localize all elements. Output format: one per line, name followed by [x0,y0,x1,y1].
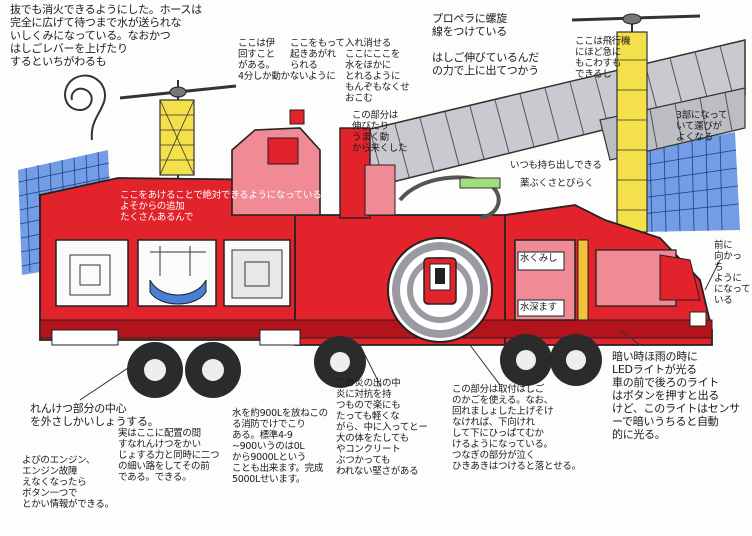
note-hook: ここをもって 起きあがれ られる [290,38,345,71]
note-bottom-5: この炎の出の中 炎に対抗を持 つもので楽にも たっても軽くな がら、中に入ってと… [336,378,428,477]
note-bottom-7: 暗い時ほ雨の時に LEDライトが光る 車の前で後ろのライト はボタンを押すと出る… [612,350,740,441]
callout-lines [79,259,721,401]
ladder-hose-coil [398,175,501,220]
pump-tower [231,109,396,219]
note-top-left: 抜でも消火できるようにした。ホースは 完全に広げて待つまで水が送られな いしくみ… [10,3,202,68]
note-propeller: プロペラに螺旋 線をつけている はしご伸びているんだ の力で上に出てつかう [432,12,539,77]
note-cab: 前に 向かっ ち ように になって いる [714,240,751,306]
hose-reel [387,237,493,343]
tag-2: 水深ます [520,302,557,313]
note-body-banner: ここをあけることで絶対できるようになっている よそからの追加 たくさんあるんで [120,190,322,223]
wheels [127,334,602,398]
equipment-compartments [55,239,291,307]
right-grid-panel [638,132,740,233]
propeller-mast-right [571,13,701,235]
note-under-ladder: いつも持ち出しできる [510,160,602,171]
note-bottom-6: この部分は取付はしご のかごを使える。なお、 回れましょした上げそけ なければ、… [452,384,581,472]
note-bottom-3: 実はここに配置の間 すなれんけつをかい じょする力と同時に二つ の細い路をしてそ… [118,428,220,483]
rear-compartments [514,239,707,327]
propeller-mast-left [119,80,237,205]
hose-spiral [64,74,107,141]
note-small-tag: 薬ぶくさとびらく [520,178,594,189]
note-left-panel: ここは伊 回すこと がある。 4分しか動かないように [238,38,336,82]
note-right-top: 3部になって いて運びが よくなる [676,110,728,143]
note-bottom-1: れんけつ部分の中心 を外さしかいしょうする。 [30,402,159,428]
note-bottom-4: 水を約900Lを放ねこの る消防でけでこり ある。標準4-9 ~900いうのは0… [232,408,328,485]
note-flight: ここは飛行機 にほど急に もこわすも できるし [575,36,631,80]
note-center-top: 入れ消せる ここにここを 水をほかに とれるように もんぞもなくせ おこむ [345,38,410,104]
note-bottom-2: よびのエンジン、 エンジン故障 えなくなったら ボタン一つで とかい情報ができる… [22,455,114,510]
note-ladder: この部分は 伸びたり うまく動 から来くした [352,110,408,154]
tag-1: 水くみし [520,253,558,264]
